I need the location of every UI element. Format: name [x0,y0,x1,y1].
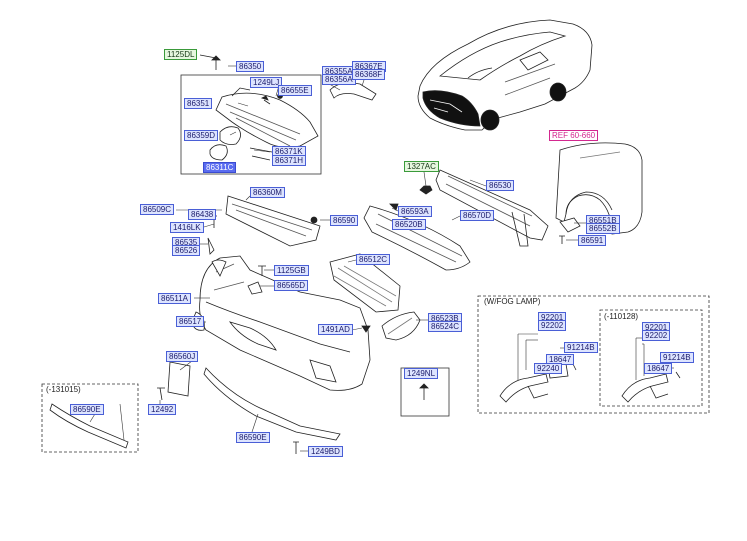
side-bracket [559,217,581,233]
range-caption-110128: (-110128) [604,312,639,321]
fog-label-92202-right[interactable]: 92202 [642,330,671,341]
lower-trim [203,367,341,441]
part-label-86591[interactable]: 86591 [578,235,607,246]
part-label-86512C[interactable]: 86512C [356,254,391,265]
fender-illustration [555,142,643,235]
part-label-1249NL[interactable]: 1249NL [404,368,439,379]
part-label-12492[interactable]: 12492 [148,404,177,415]
part-label-86560J[interactable]: 86560J [166,351,199,362]
part-label-86360M[interactable]: 86360M [250,187,285,198]
part-label-1125DL[interactable]: 1125DL [164,49,198,60]
fog-lamp-inner-box [599,309,703,407]
fog-label-18647-right[interactable]: 18647 [644,363,673,374]
radiator-grille [225,195,321,247]
fog-lamp-caption: (W/FOG LAMP) [484,297,541,306]
part-label-86438[interactable]: 86438 [188,209,217,220]
part-label-86520B[interactable]: 86520B [392,219,426,230]
fog-cover [381,311,421,341]
part-label-1125GB[interactable]: 1125GB [274,265,309,276]
emblem-bracket [329,82,377,101]
part-label-86524C[interactable]: 86524C [428,321,463,332]
license-bracket [167,361,191,397]
part-label-1327AC[interactable]: 1327AC [404,161,439,172]
part-label-86517[interactable]: 86517 [176,316,205,327]
part-label-86509C[interactable]: 86509C [140,204,175,215]
part-label-86655E[interactable]: 86655E [278,85,312,96]
part-label-1249BD[interactable]: 1249BD [308,446,343,457]
part-label-86359D[interactable]: 86359D [184,130,219,141]
part-label-86590E[interactable]: 86590E [236,432,270,443]
part-label-1491AD[interactable]: 1491AD [318,324,353,335]
fog-label-92202-left[interactable]: 92202 [538,320,567,331]
fog-label-91214B-right[interactable]: 91214B [660,352,694,363]
reference-label[interactable]: REF 60-660 [549,130,599,141]
bumper-beam [435,169,549,247]
part-label-86530[interactable]: 86530 [486,180,515,191]
screw-1125DL [211,55,221,70]
part-label-86565D[interactable]: 86565D [274,280,309,291]
part-label-86368F[interactable]: 86368F [352,69,386,80]
part-label-86511A[interactable]: 86511A [158,293,191,304]
part-label-86356A[interactable]: 86356A [322,74,356,85]
grille-group-box [180,74,322,175]
car-illustration [417,19,593,131]
part-label-1249LJ[interactable]: 1249LJ [250,77,283,88]
bumper-cover [199,255,371,391]
part-label-86570D[interactable]: 86570D [460,210,495,221]
part-label-86371H[interactable]: 86371H [272,155,307,166]
part-label-1416LK[interactable]: 1416LK [170,222,204,233]
upper-grille [209,87,319,161]
part-label-86350[interactable]: 86350 [236,61,265,72]
fog-label-92240[interactable]: 92240 [534,363,563,374]
range-caption-131015: (-131015) [46,385,81,394]
part-label-86526[interactable]: 86526 [172,245,201,256]
part-label-86590[interactable]: 86590 [330,215,359,226]
part-label-86590E-variant[interactable]: 86590E [70,404,104,415]
part-label-86552B[interactable]: 86552B [586,223,620,234]
fog-label-91214B-left[interactable]: 91214B [564,342,598,353]
part-label-86593A[interactable]: 86593A [398,206,432,217]
part-label-86311C[interactable]: 86311C [203,162,237,173]
variant-box-131015 [41,383,139,453]
fog-lamp-box [477,295,710,414]
part-label-86351[interactable]: 86351 [184,98,213,109]
